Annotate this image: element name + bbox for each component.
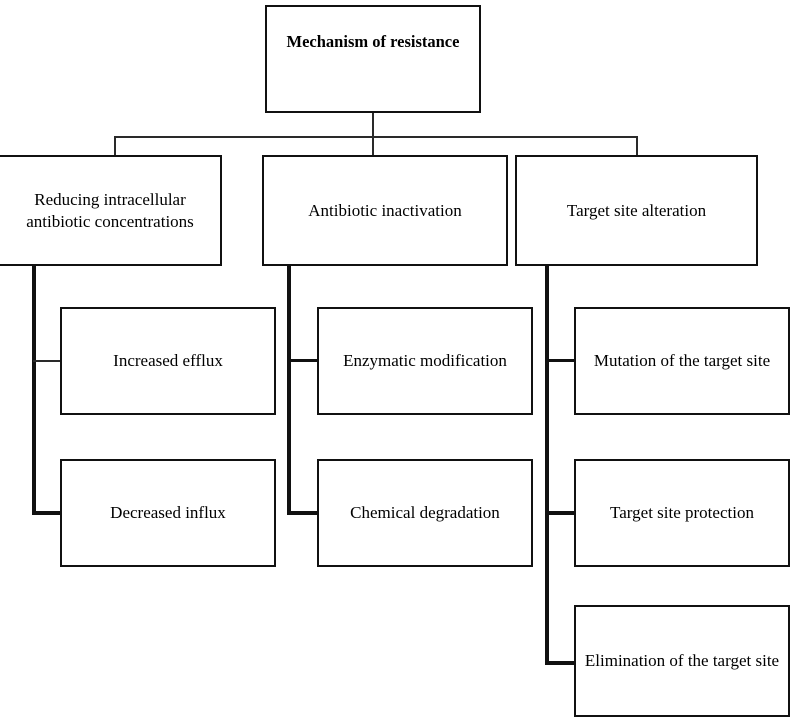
node-decreased-influx[interactable]: Decreased influx <box>60 459 276 567</box>
node-label: Enzymatic modification <box>343 351 507 371</box>
connector-level2-bus <box>114 136 638 138</box>
node-label: Target site alteration <box>566 200 707 220</box>
connector-drop-branch-1 <box>114 136 116 156</box>
connector-branch1-spine <box>32 264 36 515</box>
connector-drop-branch-2 <box>372 136 374 156</box>
node-label: Mechanism of resistance <box>286 32 460 51</box>
node-label: Chemical degradation <box>350 503 500 523</box>
connector-branch1-to-child1 <box>33 360 62 362</box>
node-label: Reducing intracellular antibiotic concen… <box>26 189 194 231</box>
node-label: Mutation of the target site <box>593 351 771 371</box>
node-mutation-of-the-target-site[interactable]: Mutation of the target site <box>574 307 790 415</box>
connector-branch3-spine <box>545 264 549 665</box>
node-label: Decreased influx <box>110 503 226 523</box>
node-label: Antibiotic inactivation <box>308 200 462 220</box>
connector-branch3-to-child3 <box>546 661 576 665</box>
node-label: Increased efflux <box>113 351 223 371</box>
connector-branch2-to-child2 <box>288 511 319 515</box>
node-label: Elimination of the target site <box>584 651 780 671</box>
connector-branch1-to-child2 <box>33 511 63 515</box>
node-target-site-protection[interactable]: Target site protection <box>574 459 790 567</box>
node-chemical-degradation[interactable]: Chemical degradation <box>317 459 533 567</box>
node-elimination-of-the-target-site[interactable]: Elimination of the target site <box>574 605 790 717</box>
node-mechanism-of-resistance[interactable]: Mechanism of resistance <box>265 5 481 113</box>
node-increased-efflux[interactable]: Increased efflux <box>60 307 276 415</box>
connector-drop-branch-3 <box>636 136 638 156</box>
connector-branch2-spine <box>287 264 291 515</box>
connector-branch3-to-child2 <box>546 511 576 515</box>
node-enzymatic-modification[interactable]: Enzymatic modification <box>317 307 533 415</box>
connector-root-stem <box>372 113 374 138</box>
connector-branch2-to-child1 <box>288 359 319 362</box>
node-reducing-intracellular-antibiotic-concentrations[interactable]: Reducing intracellular antibiotic concen… <box>0 155 222 266</box>
node-antibiotic-inactivation[interactable]: Antibiotic inactivation <box>262 155 508 266</box>
connector-branch3-to-child1 <box>546 359 576 362</box>
node-label: Target site protection <box>610 503 754 523</box>
node-target-site-alteration[interactable]: Target site alteration <box>515 155 758 266</box>
